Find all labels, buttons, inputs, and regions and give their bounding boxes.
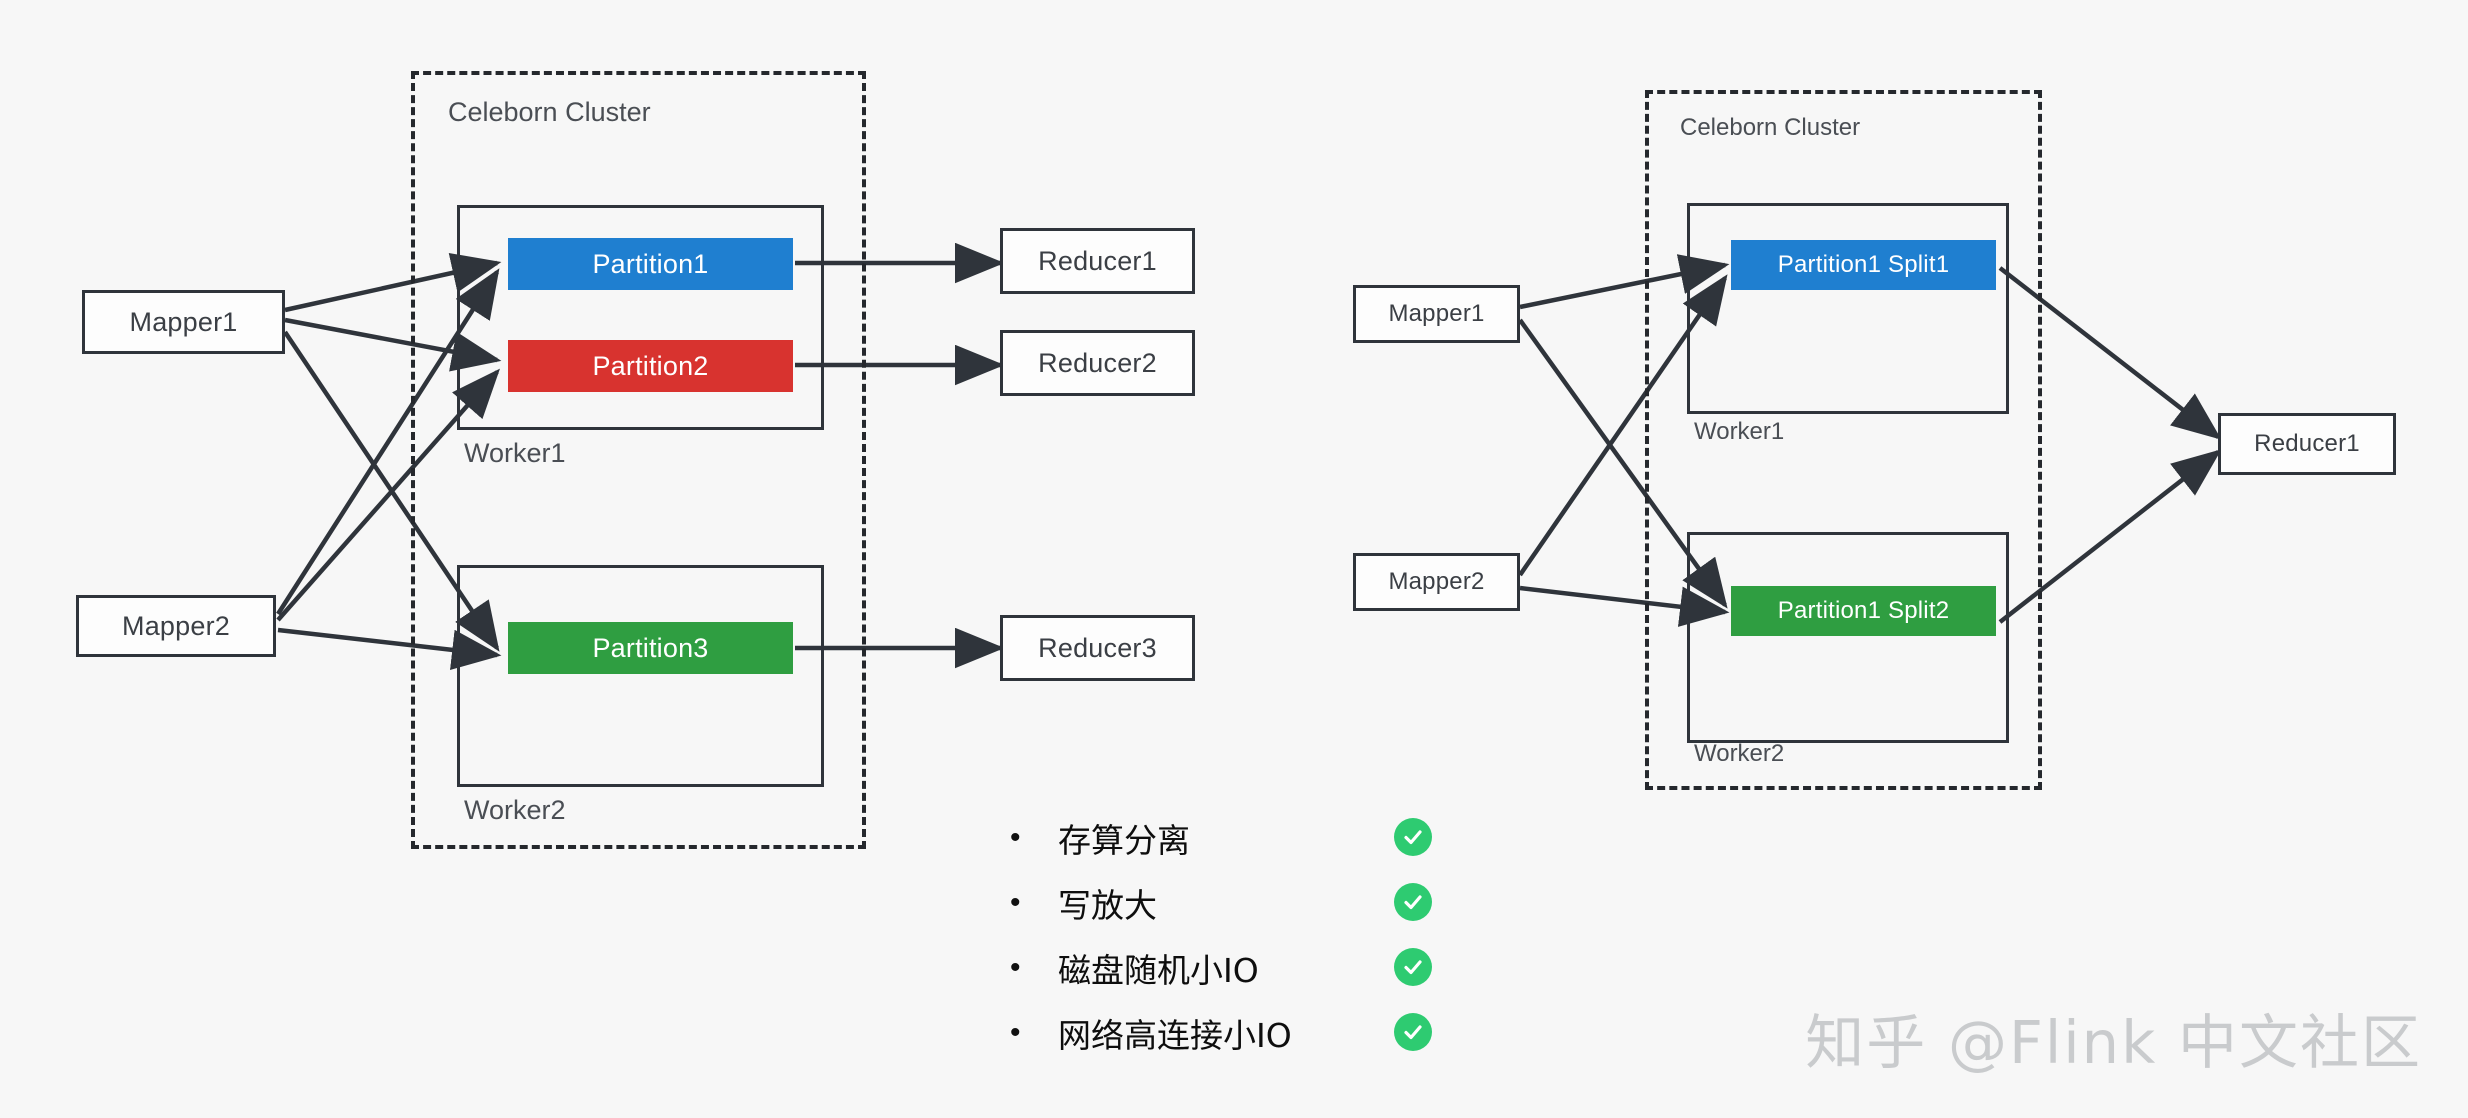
right-worker1-label: Worker1 <box>1694 418 1785 445</box>
list-item: • 写放大 <box>1010 870 1530 935</box>
left-reducer3-label: Reducer3 <box>1038 632 1157 663</box>
right-mapper1-box[interactable]: Mapper1 <box>1353 285 1520 343</box>
edge-mapper2-partition1 <box>276 268 500 616</box>
left-reducer2-box[interactable]: Reducer2 <box>1000 330 1195 396</box>
feature-list: • 存算分离 • 写放大 • 磁盘随机小IO <box>1010 805 1530 1065</box>
right-split1-box[interactable]: Partition1 Split1 <box>1731 240 1996 290</box>
left-partition3-box[interactable]: Partition3 <box>508 622 793 674</box>
left-partition2-box[interactable]: Partition2 <box>508 340 793 392</box>
left-worker2-box[interactable] <box>457 565 824 787</box>
check-circle-icon <box>1394 948 1432 986</box>
edge-mapper1-partition2 <box>284 317 502 372</box>
left-worker1-box[interactable] <box>457 205 824 430</box>
right-celeborn-cluster-boundary <box>1645 90 2042 790</box>
right-cluster-label: Celeborn Cluster <box>1680 114 1861 141</box>
edge-mapper2-partition3 <box>277 627 502 671</box>
left-mapper1-box[interactable]: Mapper1 <box>82 290 285 354</box>
feature-label: 网络高连接小IO <box>1058 1015 1292 1055</box>
right-mapper2-label: Mapper2 <box>1388 568 1485 595</box>
left-mapper2-box[interactable]: Mapper2 <box>76 595 276 657</box>
right-worker2-label: Worker2 <box>1694 740 1785 767</box>
left-partition2-label: Partition2 <box>592 350 709 381</box>
left-worker1-label: Worker1 <box>464 438 566 468</box>
left-worker2-label: Worker2 <box>464 795 566 825</box>
right-split1-label: Partition1 Split1 <box>1777 251 1950 278</box>
right-worker1-box[interactable] <box>1687 203 2009 414</box>
bullet-glyph: • <box>1010 950 1021 984</box>
watermark-text: 知乎 @Flink 中文社区 <box>1805 1008 2422 1077</box>
feature-label: 存算分离 <box>1058 820 1190 860</box>
check-circle-icon <box>1394 883 1432 921</box>
right-mapper2-box[interactable]: Mapper2 <box>1353 553 1520 611</box>
list-item: • 存算分离 <box>1010 805 1530 870</box>
edge-mapper2-partition2 <box>276 368 500 622</box>
left-partition1-box[interactable]: Partition1 <box>508 238 793 290</box>
left-celeborn-cluster-boundary <box>411 71 866 849</box>
feature-label: 磁盘随机小IO <box>1058 950 1259 990</box>
bullet-glyph: • <box>1010 1015 1021 1049</box>
edge-split1-reducer1 <box>1998 266 2222 440</box>
left-cluster-label: Celeborn Cluster <box>448 97 651 127</box>
check-circle-icon <box>1394 1013 1432 1051</box>
right-worker2-box[interactable] <box>1687 532 2009 743</box>
right-split2-box[interactable]: Partition1 Split2 <box>1731 586 1996 636</box>
left-partition1-label: Partition1 <box>592 248 709 279</box>
left-partition3-label: Partition3 <box>592 632 709 663</box>
feature-label: 写放大 <box>1058 885 1157 925</box>
edge-split2-reducer1 <box>1998 449 2222 624</box>
list-item: • 网络高连接小IO <box>1010 1000 1530 1065</box>
left-mapper2-label: Mapper2 <box>122 610 230 641</box>
right-mapper1-label: Mapper1 <box>1388 300 1485 327</box>
edge-r-mapper2-split2 <box>1519 585 1730 627</box>
edge-r-mapper1-split1 <box>1519 254 1730 310</box>
left-mapper1-label: Mapper1 <box>129 306 238 337</box>
bullet-glyph: • <box>1010 885 1021 919</box>
left-reducer1-label: Reducer1 <box>1038 245 1157 276</box>
list-item: • 磁盘随机小IO <box>1010 935 1530 1000</box>
bullet-glyph: • <box>1010 820 1021 854</box>
right-reducer1-label: Reducer1 <box>2254 430 2360 457</box>
right-reducer1-box[interactable]: Reducer1 <box>2218 413 2396 475</box>
left-reducer3-box[interactable]: Reducer3 <box>1000 615 1195 681</box>
edge-r-mapper1-split2 <box>1518 318 1728 609</box>
edge-r-mapper2-split1 <box>1518 274 1728 577</box>
left-reducer2-label: Reducer2 <box>1038 347 1157 378</box>
right-split2-label: Partition1 Split2 <box>1777 597 1950 624</box>
left-reducer1-box[interactable]: Reducer1 <box>1000 228 1195 294</box>
check-circle-icon <box>1394 818 1432 856</box>
